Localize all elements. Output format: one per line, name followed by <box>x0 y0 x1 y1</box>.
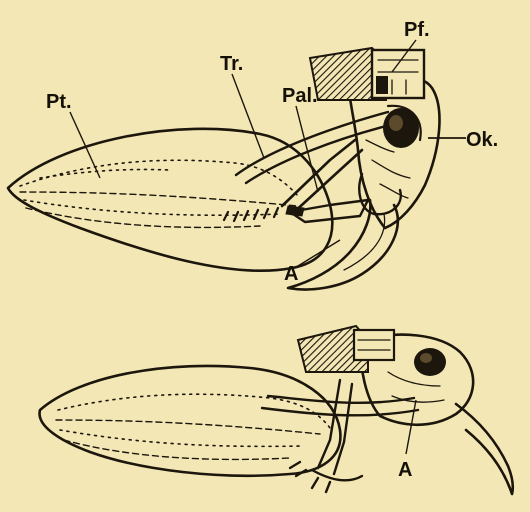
top-pronotum-dark <box>376 76 388 94</box>
top-wing-vein-2 <box>20 192 298 206</box>
leader-a-top <box>298 240 340 266</box>
top-figure <box>8 40 466 289</box>
bottom-claws <box>290 462 362 492</box>
bottom-wing-outline <box>40 366 341 476</box>
label-ok: Ok. <box>466 129 498 151</box>
label-a-bottom: A <box>398 459 412 481</box>
top-wing-outline <box>8 129 332 271</box>
leader-tr <box>232 74 264 158</box>
bottom-leg-1 <box>318 380 352 474</box>
bottom-compound-eye-highlight <box>420 353 432 363</box>
top-wing-vein-3 <box>24 200 280 215</box>
label-pal: Pal. <box>282 85 318 107</box>
bottom-wing-vein-3 <box>60 430 300 446</box>
bottom-wing-vein-4 <box>64 440 290 459</box>
top-compound-eye-highlight <box>389 115 403 131</box>
top-wing-vein-1 <box>20 160 298 196</box>
bottom-compound-eye <box>414 348 446 376</box>
label-pf: Pf. <box>404 19 430 41</box>
top-palp-tip <box>286 206 304 216</box>
leader-a-bottom <box>406 400 416 454</box>
bottom-trachea-rod <box>262 396 418 415</box>
label-tr: Tr. <box>220 53 243 75</box>
top-head-detail <box>366 140 410 198</box>
bottom-figure <box>40 326 513 494</box>
bottom-pronotum-block <box>354 330 394 360</box>
bottom-wing-vein-2 <box>56 420 320 434</box>
bottom-mandible <box>456 404 513 494</box>
label-a-top: A <box>284 263 298 285</box>
bottom-head-detail <box>388 372 444 402</box>
label-pt: Pt. <box>46 91 72 113</box>
